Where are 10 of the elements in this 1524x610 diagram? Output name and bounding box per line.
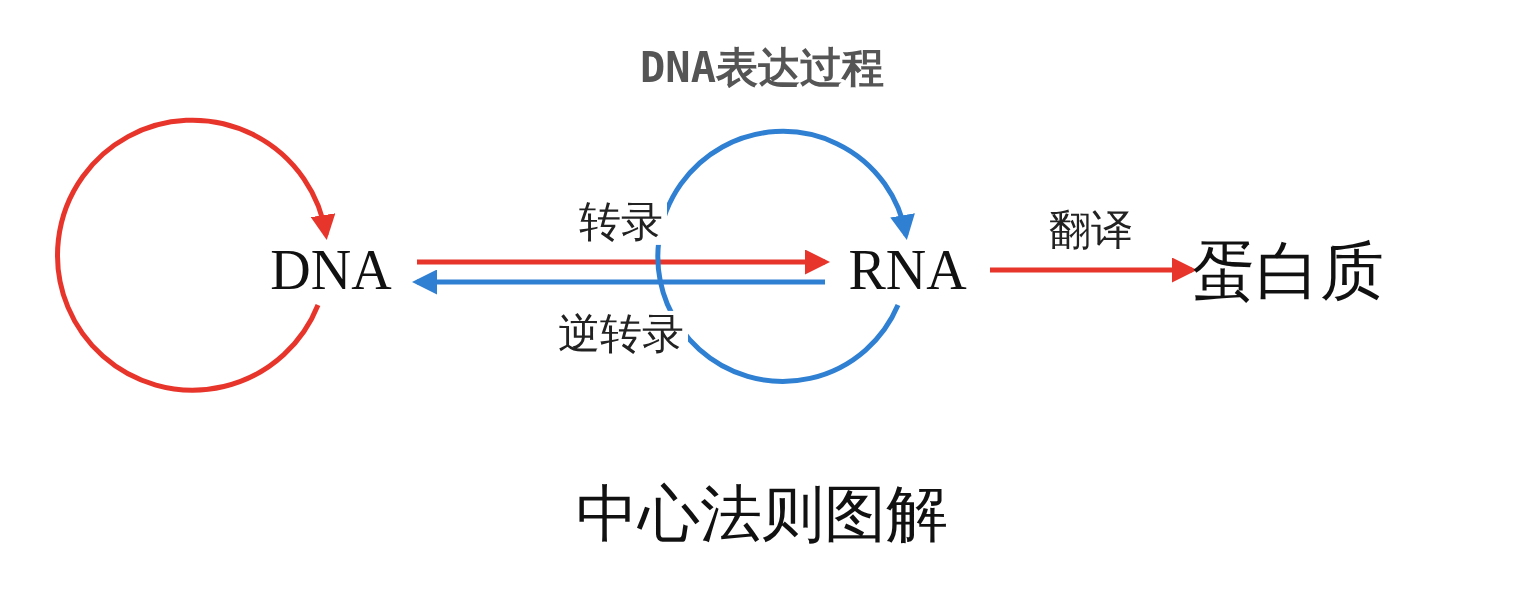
node-label: RNA bbox=[825, 235, 990, 305]
loop-arrow bbox=[55, 117, 334, 393]
caption: 中心法则图解 bbox=[575, 476, 949, 552]
arrow bbox=[412, 269, 825, 295]
loop-arrow bbox=[655, 129, 914, 384]
arrow bbox=[990, 257, 1197, 283]
node-label: DNA bbox=[245, 235, 417, 305]
arrow bbox=[417, 249, 830, 275]
node-label: 蛋白质 bbox=[1192, 232, 1432, 310]
title: DNA表达过程 bbox=[639, 42, 885, 94]
